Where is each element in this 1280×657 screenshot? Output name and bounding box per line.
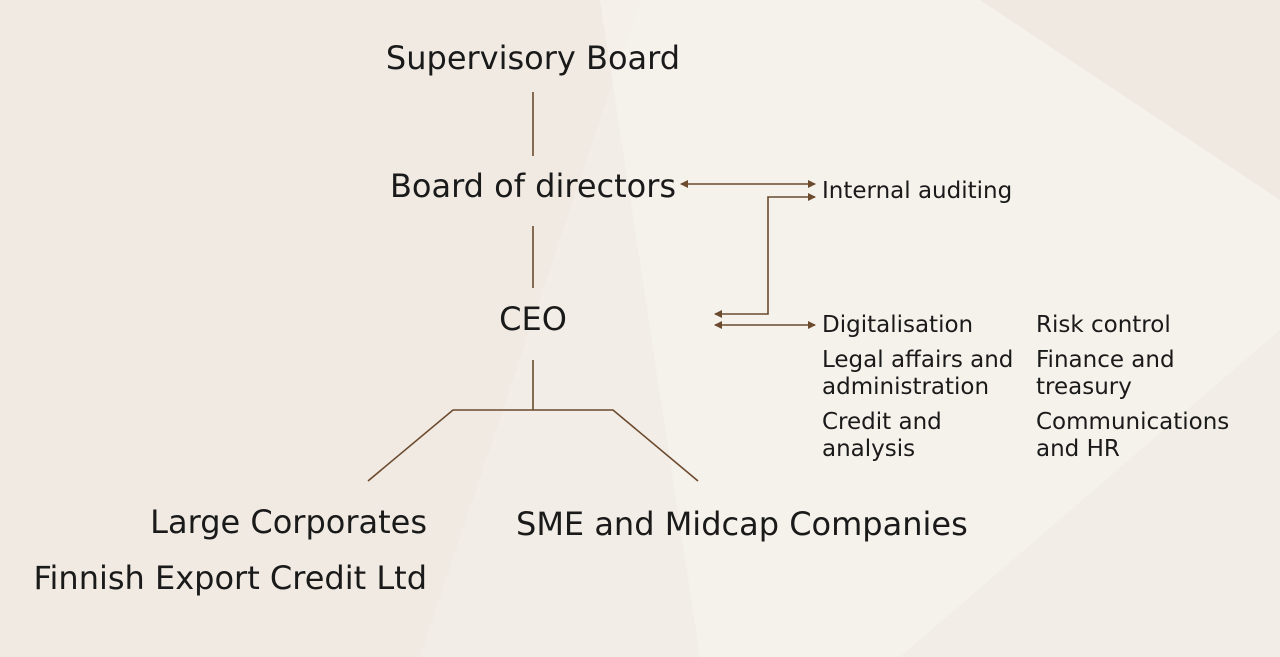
- finance-treasury-node: Finance and treasury: [1036, 347, 1175, 401]
- comms-line2: and HR: [1036, 436, 1120, 462]
- sme-midcap-node: SME and Midcap Companies: [516, 505, 968, 543]
- credit-line1: Credit and: [822, 409, 942, 435]
- comms-line1: Communications: [1036, 409, 1230, 435]
- digitalisation-node: Digitalisation: [822, 312, 974, 338]
- board-of-directors-node: Board of directors: [389, 167, 677, 205]
- ceo-node: CEO: [499, 300, 567, 338]
- supervisory-board-node: Supervisory Board: [385, 39, 681, 77]
- internal-auditing-node: Internal auditing: [822, 178, 1013, 204]
- finance-line2: treasury: [1036, 374, 1132, 400]
- credit-analysis-node: Credit and analysis: [822, 409, 942, 463]
- finnish-export-credit-node: Finnish Export Credit Ltd: [33, 559, 427, 597]
- arrow-ceo-audit: [714, 193, 816, 318]
- risk-control-node: Risk control: [1036, 312, 1171, 338]
- credit-line2: analysis: [822, 436, 916, 462]
- legal-affairs-node: Legal affairs and administration: [822, 347, 1013, 401]
- legal-affairs-line2: administration: [822, 374, 990, 400]
- finance-line1: Finance and: [1036, 347, 1175, 373]
- large-corporates-node: Large Corporates: [150, 503, 427, 541]
- legal-affairs-line1: Legal affairs and: [822, 347, 1014, 373]
- branch-lines: [367, 409, 699, 482]
- communications-hr-node: Communications and HR: [1036, 409, 1229, 463]
